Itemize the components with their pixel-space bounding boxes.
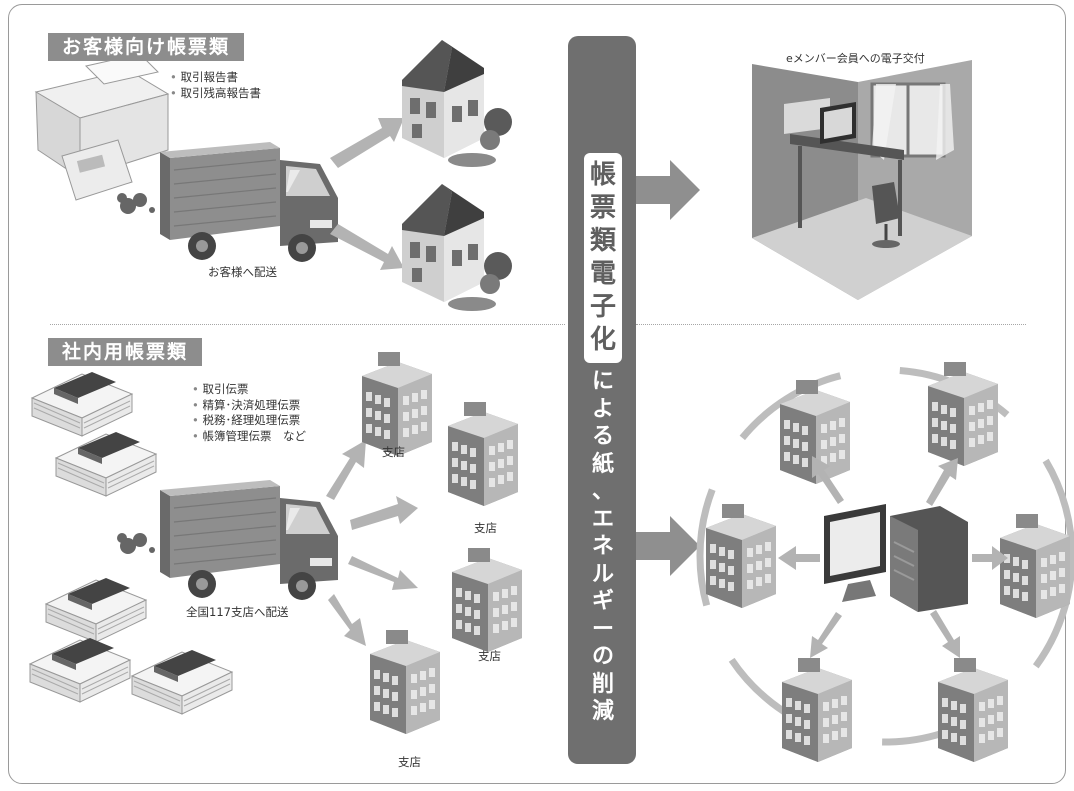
- branch-label: 支店: [382, 445, 405, 459]
- customer-document-item: 取引残高報告書: [170, 86, 261, 102]
- boxed-char: 類: [589, 226, 616, 256]
- central-computer-icon: [824, 504, 968, 612]
- arrows-to-branches: [326, 440, 418, 646]
- house-icon-lower: [402, 184, 512, 311]
- subtitle-char: ギ: [591, 589, 614, 614]
- subtitle-char: の: [591, 644, 614, 669]
- central-band-boxed-title: 帳 票 類 電 子 化: [584, 153, 622, 363]
- subtitle-char: エ: [591, 506, 614, 532]
- internal-document-list: 取引伝票 精算･決済処理伝票 税務･経理処理伝票 帳簿管理伝票 など: [192, 382, 306, 444]
- internal-delivery-caption: 全国117支店へ配送: [186, 605, 289, 619]
- internal-section-header: 社内用帳票類: [48, 338, 203, 366]
- customer-document-list: 取引報告書 取引残高報告書: [170, 70, 261, 101]
- subtitle-char: 減: [591, 699, 614, 724]
- customer-document-boxes: [34, 53, 170, 201]
- network-building-icon-5: [782, 658, 852, 762]
- subtitle-char: よ: [591, 396, 614, 422]
- network-ring: [696, 366, 1074, 746]
- boxed-char: 帳: [589, 160, 616, 190]
- exhaust-smoke-icon: [117, 193, 155, 214]
- arrow-to-network: [632, 516, 700, 576]
- internal-document-item: 帳簿管理伝票 など: [192, 429, 306, 445]
- internal-document-item: 精算･決済処理伝票: [192, 398, 306, 414]
- exhaust-smoke-icon-lower: [117, 533, 155, 554]
- section-divider-left: [50, 324, 565, 325]
- truck-internal-icon: [159, 479, 339, 601]
- emember-room-illustration: [752, 60, 972, 300]
- subtitle-char: 削: [591, 671, 614, 697]
- branch-label: 支店: [474, 521, 497, 535]
- boxed-char: 電: [589, 259, 616, 289]
- arrow-to-house-lower: [330, 224, 404, 270]
- boxed-char: 子: [589, 292, 616, 322]
- branch-label: 支店: [398, 755, 421, 769]
- diagram-frame: [8, 4, 1066, 784]
- network-building-icon-3: [706, 504, 776, 608]
- subtitle-char: 紙: [591, 451, 614, 477]
- section-divider-right: [636, 324, 1026, 325]
- subtitle-char: 、: [591, 479, 614, 504]
- branch-building-icon-1: [362, 352, 432, 456]
- subtitle-char: に: [591, 369, 614, 394]
- branch-label: 支店: [478, 649, 501, 663]
- internal-document-item: 税務･経理処理伝票: [192, 413, 306, 429]
- boxed-char: 化: [589, 325, 616, 355]
- network-spoke-arrows: [778, 456, 1008, 658]
- subtitle-char: ル: [591, 561, 614, 587]
- network-building-icon-4: [1000, 514, 1070, 618]
- customer-document-item: 取引報告書: [170, 70, 261, 86]
- arrow-to-house-upper: [330, 118, 404, 168]
- emember-caption: eメンバー会員への電子交付: [786, 52, 925, 65]
- branch-building-icon-4: [370, 630, 440, 734]
- house-icon-upper: [402, 40, 512, 167]
- arrow-to-emember-room: [632, 160, 700, 220]
- boxed-char: 票: [589, 193, 616, 223]
- branch-building-icon-2: [448, 402, 518, 506]
- subtitle-char: る: [591, 424, 614, 449]
- truck-customer-icon: [159, 141, 339, 263]
- internal-document-item: 取引伝票: [192, 382, 306, 398]
- subtitle-char: ネ: [591, 534, 614, 559]
- customer-section-header: お客様向け帳票類: [48, 33, 245, 61]
- subtitle-char: ー: [591, 616, 614, 642]
- network-building-icon-6: [938, 658, 1008, 762]
- customer-delivery-caption: お客様へ配送: [208, 265, 277, 279]
- branch-building-icon-3: [452, 548, 522, 652]
- central-band-subtitle: に よ る 紙 、 エ ネ ル ギ ー の 削 減: [588, 368, 618, 726]
